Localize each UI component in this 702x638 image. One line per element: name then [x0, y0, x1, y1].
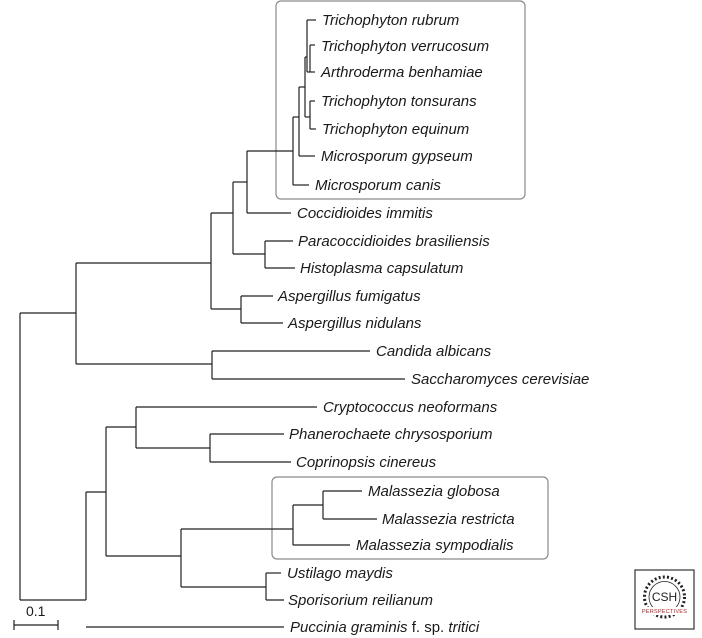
- taxon-malassezia-sympodialis: Malassezia sympodialis: [356, 537, 514, 554]
- taxon-puccinia-graminis-name: Puccinia graminis: [290, 619, 408, 636]
- taxon-paracoccidioides-brasiliensis: Paracoccidioides brasiliensis: [298, 233, 490, 250]
- taxon-trichophyton-rubrum: Trichophyton rubrum: [322, 12, 459, 29]
- scale-bar-label: 0.1: [26, 603, 46, 619]
- taxon-coccidioides-immitis: Coccidioides immitis: [297, 205, 433, 222]
- csh-perspectives-logo: CSH PERSPECTIVES: [634, 569, 695, 630]
- tree-branches: [19, 19, 405, 628]
- logo-main-text: CSH: [652, 590, 677, 604]
- dermatophyte-clade-box: [275, 0, 526, 200]
- taxon-saccharomyces-cerevisiae: Saccharomyces cerevisiae: [411, 371, 589, 388]
- taxon-candida-albicans: Candida albicans: [376, 343, 492, 360]
- taxon-puccinia-graminis-tritici: tritici: [448, 619, 479, 636]
- taxon-cryptococcus-neoformans: Cryptococcus neoformans: [323, 399, 498, 416]
- taxon-sporisorium-reilianum: Sporisorium reilianum: [288, 592, 433, 609]
- taxon-aspergillus-fumigatus: Aspergillus fumigatus: [277, 288, 421, 305]
- taxon-puccinia-graminis-fsp: f. sp.: [408, 619, 449, 636]
- malassezia-clade-box: [271, 476, 549, 560]
- taxon-phanerochaete-chrysosporium: Phanerochaete chrysosporium: [289, 426, 492, 443]
- scale-bar: 0.1: [13, 603, 59, 630]
- taxon-coprinopsis-cinereus: Coprinopsis cinereus: [296, 454, 437, 471]
- taxon-histoplasma-capsulatum: Histoplasma capsulatum: [300, 260, 463, 277]
- taxon-puccinia-graminis: Puccinia graminis f. sp. tritici: [290, 619, 480, 636]
- taxon-microsporum-canis: Microsporum canis: [315, 177, 441, 194]
- taxon-malassezia-restricta: Malassezia restricta: [382, 511, 515, 528]
- taxon-aspergillus-nidulans: Aspergillus nidulans: [287, 315, 422, 332]
- taxon-trichophyton-equinum: Trichophyton equinum: [322, 121, 469, 138]
- taxon-trichophyton-verrucosum: Trichophyton verrucosum: [321, 38, 489, 55]
- taxon-arthroderma-benhamiae: Arthroderma benhamiae: [320, 64, 483, 81]
- taxon-ustilago-maydis: Ustilago maydis: [287, 565, 393, 582]
- taxon-malassezia-globosa: Malassezia globosa: [368, 483, 500, 500]
- taxon-microsporum-gypseum: Microsporum gypseum: [321, 148, 473, 165]
- logo-sub-text: PERSPECTIVES: [642, 609, 687, 615]
- taxon-labels: Trichophyton rubrum Trichophyton verruco…: [277, 12, 589, 636]
- taxon-trichophyton-tonsurans: Trichophyton tonsurans: [321, 93, 477, 110]
